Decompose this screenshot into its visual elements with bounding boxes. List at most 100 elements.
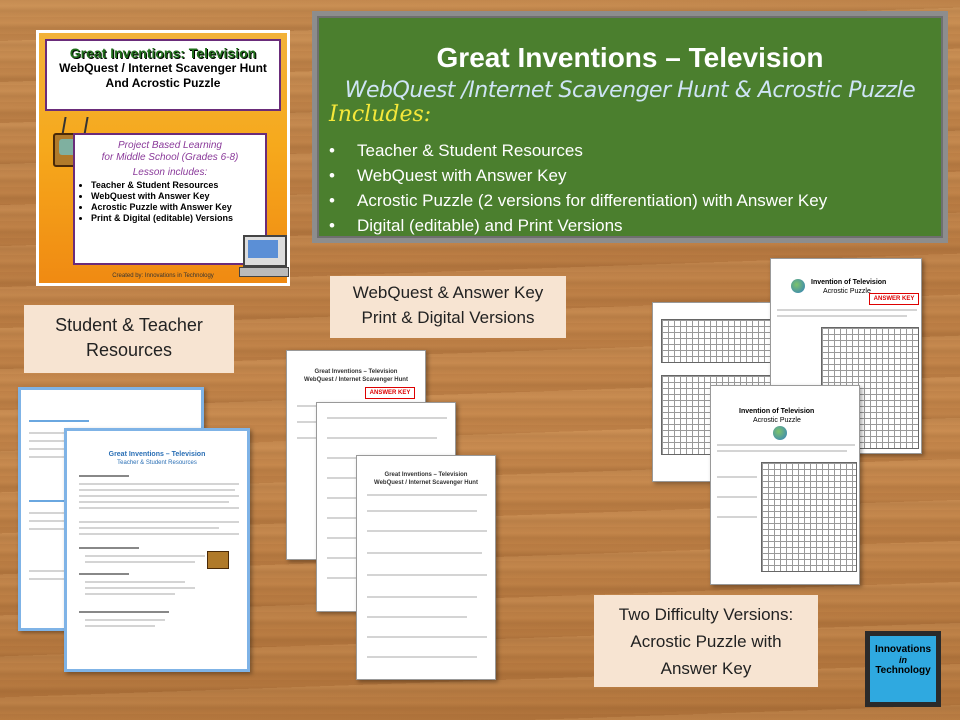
cover-background: Great Inventions: Television WebQuest / … <box>39 33 289 283</box>
webquest-page-title: Great Inventions – Television <box>314 369 398 375</box>
globe-icon <box>773 426 787 440</box>
text-line <box>79 611 169 613</box>
resources-label: Student & Teacher Resources <box>24 305 234 373</box>
board-title: Great Inventions – Television <box>436 42 824 73</box>
computer-base-icon <box>239 267 289 277</box>
television-icon <box>207 551 229 569</box>
acrostic-title: Invention of Television <box>739 408 815 415</box>
cover-credit: Created by: Innovations in Technology <box>112 273 214 279</box>
text-line <box>79 507 239 509</box>
cover-item: Print & Digital (editable) Versions <box>91 213 259 224</box>
webquest-label-line2: Print & Digital Versions <box>361 308 535 327</box>
text-line <box>29 420 89 422</box>
webquest-label-line1: WebQuest & Answer Key <box>352 283 544 302</box>
product-cover: Great Inventions: Television WebQuest / … <box>36 30 290 286</box>
webquest-page-subtitle: WebQuest / Internet Scavenger Hunt <box>304 377 408 383</box>
text-line <box>85 625 155 627</box>
acrostic-subtitle: Acrostic Puzzle <box>823 288 871 295</box>
acrostic-page-front: Invention of Television Acrostic Puzzle <box>710 385 860 585</box>
text-line <box>367 530 487 532</box>
text-line <box>79 573 129 575</box>
cover-items-list: Teacher & Student Resources WebQuest wit… <box>81 180 259 224</box>
difficulty-label-line2: Acrostic Puzzle with <box>630 632 782 651</box>
resource-page-title: Great Inventions – Television <box>108 451 206 458</box>
text-line <box>367 656 477 658</box>
webquest-label: WebQuest & Answer Key Print & Digital Ve… <box>330 276 566 338</box>
brand-logo: Innovations in Technology <box>865 631 941 707</box>
acrostic-grid <box>661 319 775 363</box>
webquest-page-subtitle: WebQuest / Internet Scavenger Hunt <box>374 480 478 486</box>
cover-item: Acrostic Puzzle with Answer Key <box>91 202 259 213</box>
text-line <box>85 619 165 621</box>
text-line <box>777 315 907 317</box>
text-line <box>367 494 487 496</box>
difficulty-label: Two Difficulty Versions: Acrostic Puzzle… <box>594 595 818 687</box>
board-includes-label: Includes: <box>329 102 432 127</box>
cover-title: Great Inventions: Television <box>69 45 257 61</box>
logo-line3: Technology <box>875 665 931 676</box>
text-line <box>367 574 487 576</box>
webquest-page-title: Great Inventions – Television <box>384 472 468 478</box>
webquest-page-front: Great Inventions – Television WebQuest /… <box>356 455 496 680</box>
text-line <box>79 527 219 529</box>
difficulty-label-line1: Two Difficulty Versions: <box>618 605 794 624</box>
text-line <box>777 309 917 311</box>
text-line <box>79 547 139 549</box>
text-line <box>717 444 855 446</box>
cover-pbl-1: Project Based Learning <box>118 140 222 151</box>
globe-icon <box>791 279 805 293</box>
board-item: Digital (editable) and Print Versions <box>329 213 827 238</box>
text-line <box>717 496 757 498</box>
brand-logo-inner: Innovations in Technology <box>870 636 936 702</box>
text-line <box>79 489 235 491</box>
text-line <box>717 476 757 478</box>
board-item: Teacher & Student Resources <box>329 138 827 163</box>
text-line <box>717 450 847 452</box>
cover-item: WebQuest with Answer Key <box>91 191 259 202</box>
resource-page-subtitle: Teacher & Student Resources <box>117 460 197 466</box>
text-line <box>79 483 239 485</box>
text-line <box>79 533 239 535</box>
text-line <box>367 552 482 554</box>
text-line <box>367 510 477 512</box>
answer-key-badge: ANSWER KEY <box>365 387 415 399</box>
cover-lesson-includes: Lesson includes: <box>132 167 208 178</box>
text-line <box>79 501 229 503</box>
board-subtitle: WebQuest /Internet Scavenger Hunt & Acro… <box>344 78 916 103</box>
text-line <box>85 593 175 595</box>
text-line <box>367 636 487 638</box>
resources-label-line2: Resources <box>85 340 173 360</box>
acrostic-grid <box>761 462 857 572</box>
text-line <box>367 616 467 618</box>
cover-subtitle-2: And Acrostic Puzzle <box>105 76 221 90</box>
cover-item: Teacher & Student Resources <box>91 180 259 191</box>
answer-key-badge: ANSWER KEY <box>869 293 919 305</box>
board-item: WebQuest with Answer Key <box>329 163 827 188</box>
text-line <box>79 475 129 477</box>
includes-board: Great Inventions – Television WebQuest /… <box>312 11 948 243</box>
logo-line2: in <box>899 655 907 665</box>
board-items-list: Teacher & Student Resources WebQuest wit… <box>329 138 827 238</box>
acrostic-title: Invention of Television <box>811 279 887 286</box>
cover-header: Great Inventions: Television WebQuest / … <box>45 39 281 111</box>
resources-label-line1: Student & Teacher <box>55 315 203 335</box>
cover-subtitle-1: WebQuest / Internet Scavenger Hunt <box>59 61 267 75</box>
text-line <box>717 516 757 518</box>
text-line <box>327 437 437 439</box>
cover-pbl-2: for Middle School (Grades 6-8) <box>101 152 239 163</box>
cover-info-box: Project Based Learning for Middle School… <box>73 133 267 265</box>
text-line <box>85 581 185 583</box>
text-line <box>79 521 239 523</box>
text-line <box>79 495 239 497</box>
text-line <box>327 417 447 419</box>
board-item: Acrostic Puzzle (2 versions for differen… <box>329 188 827 213</box>
logo-line1: Innovations <box>874 644 932 655</box>
acrostic-subtitle: Acrostic Puzzle <box>753 417 801 424</box>
resource-page-front: Great Inventions – Television Teacher & … <box>64 428 250 672</box>
text-line <box>85 561 195 563</box>
text-line <box>85 555 205 557</box>
text-line <box>85 587 195 589</box>
difficulty-label-line3: Answer Key <box>660 659 752 678</box>
text-line <box>367 596 477 598</box>
computer-icon <box>243 235 287 267</box>
